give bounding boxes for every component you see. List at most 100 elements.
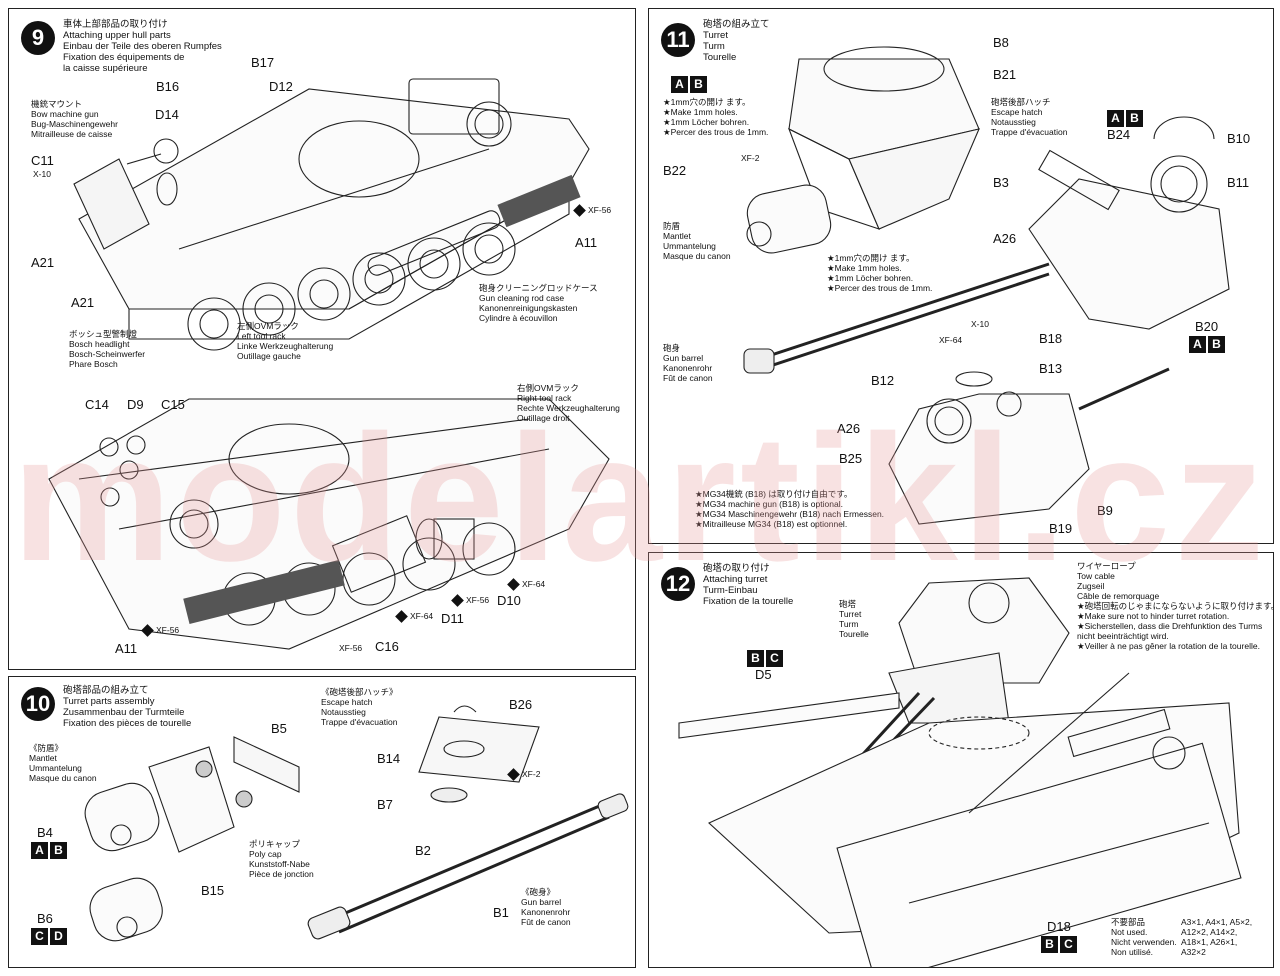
tow-note-de2: nicht beeinträchtigt wird. xyxy=(1077,631,1169,641)
step11-title-fr: Tourelle xyxy=(703,52,737,63)
step12-title-de: Turm-Einbau xyxy=(703,585,758,596)
headlight-jp: ボッシュ型警制燈 xyxy=(69,329,138,339)
hatch11-en: Escape hatch xyxy=(991,107,1043,117)
step9-panel: 9 車体上部部品の取り付け Attaching upper hull parts… xyxy=(8,8,636,670)
step10-parts-drawing xyxy=(84,705,629,942)
drill2-jp: ★1mm穴の開け ます。 xyxy=(827,253,915,263)
step12-title-fr: Fixation de la tourelle xyxy=(703,596,794,607)
paint-xf56-d-text: XF-56 xyxy=(339,643,363,653)
notused-en: Not used. xyxy=(1111,927,1148,937)
headlight-de: Bosch-Scheinwerfer xyxy=(69,349,146,359)
label-b12: B12 xyxy=(871,373,895,388)
polycap-de: Kunststoff-Nabe xyxy=(249,859,310,869)
bow-mg-fr: Mitrailleuse de caisse xyxy=(31,129,113,139)
step10-title-jp: 砲塔部品の組み立て xyxy=(63,685,149,696)
mg34-en: ★MG34 machine gun (B18) is optional. xyxy=(695,499,843,509)
mantlet-en: Mantlet xyxy=(29,753,57,763)
step11-title: 砲塔の組み立て Turret Turm Tourelle xyxy=(703,19,770,63)
label-d14: D14 xyxy=(155,107,179,122)
mg34-jp: ★MG34機銃 (B18) は取り付け自由です。 xyxy=(695,489,853,499)
barrel-caption-10: 《砲身》 Gun barrel Kanonenrohr Fût de canon xyxy=(521,887,571,927)
label-a21-lower: A21 xyxy=(71,295,95,310)
label-d5: D5 xyxy=(755,667,772,682)
tow-note-de: ★Sicherstellen, dass die Drehfunktion de… xyxy=(1077,621,1263,631)
paint-marker-icon xyxy=(141,624,154,638)
polycap-jp: ポリキャップ xyxy=(249,839,301,849)
headlight-fr: Phare Bosch xyxy=(69,359,118,369)
drill1-fr: ★Percer des trous de 1mm. xyxy=(663,127,769,137)
mantlet11-en: Mantlet xyxy=(663,231,691,241)
label-b4: B4 xyxy=(37,825,53,840)
bow-mg-jp: 機銃マウント xyxy=(31,99,83,109)
cleaning-rod-en: Gun cleaning rod case xyxy=(479,293,565,303)
paint-xf64-b-text: XF-64 xyxy=(410,611,434,621)
step11-title-jp: 砲塔の組み立て xyxy=(703,19,770,30)
notused-parts-4: A32×2 xyxy=(1181,947,1206,957)
paint-xf64-11-text: XF-64 xyxy=(939,335,963,345)
paint-xf2-10: XF-2 xyxy=(507,768,540,782)
label-b21: B21 xyxy=(993,67,1017,82)
step10-panel: 10 砲塔部品の組み立て Turret parts assembly Zusam… xyxy=(8,676,636,968)
right-rack-de: Rechte Werkzeughalterung xyxy=(517,403,620,413)
label-b2: B2 xyxy=(415,843,431,858)
cleaning-rod-jp: 砲身クリーニングロッドケース xyxy=(479,283,598,293)
label-b22: B22 xyxy=(663,163,687,178)
drill2-de: ★1mm Löcher bohren. xyxy=(827,273,914,283)
cleaning-rod-de: Kanonenreinigungskasten xyxy=(479,303,578,313)
drill-note-2: ★1mm穴の開け ます。 ★Make 1mm holes. ★1mm Löche… xyxy=(827,253,932,293)
step11-title-en: Turret xyxy=(703,30,728,41)
not-used-parts: A3×1, A4×1, A5×2, A12×2, A14×2, A18×1, A… xyxy=(1181,917,1252,957)
drill-note-1: ★1mm穴の開け ます。 ★Make 1mm holes. ★1mm Löche… xyxy=(663,97,768,137)
barrel11-de: Kanonenrohr xyxy=(663,363,713,373)
tow-de: Zugseil xyxy=(1077,581,1105,591)
label-b8: B8 xyxy=(993,35,1009,50)
turret-caption: 砲塔 Turret Turm Tourelle xyxy=(839,599,869,639)
notused-parts-2: A12×2, A14×2, xyxy=(1181,927,1238,937)
polycap-caption: ポリキャップ Poly cap Kunststoff-Nabe Pièce de… xyxy=(249,839,314,879)
label-b16: B16 xyxy=(156,79,180,94)
step10-number: 10 xyxy=(21,687,55,721)
label-b11: B11 xyxy=(1227,175,1250,190)
right-rack-caption: 右側OVMラック Right tool rack Rechte Werkzeug… xyxy=(517,383,620,423)
code-c: C xyxy=(1060,936,1077,953)
hatch-caption-10: 《砲塔後部ハッチ》 Escape hatch Notausstieg Trapp… xyxy=(321,687,398,727)
drill1-de: ★1mm Löcher bohren. xyxy=(663,117,750,127)
label-b24: B24 xyxy=(1107,127,1131,142)
paint-xf64-b: XF-64 xyxy=(395,610,434,624)
notused-parts-3: A18×1, A26×1, xyxy=(1181,937,1238,947)
step12-title-en: Attaching turret xyxy=(703,574,768,585)
step10-title-de: Zusammenbau der Turmteile xyxy=(63,707,185,718)
barrel10-jp: 《砲身》 xyxy=(521,887,556,897)
paint-xf2-11: XF-2 xyxy=(741,153,759,163)
barrel-caption-11: 砲身 Gun barrel Kanonenrohr Fût de canon xyxy=(663,343,713,383)
hatch10-jp: 《砲塔後部ハッチ》 xyxy=(321,687,398,697)
left-rack-jp: 左側OVMラック xyxy=(237,321,299,331)
mantlet11-jp: 防盾 xyxy=(663,221,681,231)
label-c11: C11 xyxy=(31,153,54,168)
drill1-jp: ★1mm穴の開け ます。 xyxy=(663,97,751,107)
mantlet11-fr: Masque du canon xyxy=(663,251,731,261)
mg34-fr: ★Mitrailleuse MG34 (B18) est optionnel. xyxy=(695,519,848,529)
mantlet-caption-11: 防盾 Mantlet Ummantelung Masque du canon xyxy=(663,221,731,261)
mantlet-de: Ummantelung xyxy=(29,763,82,773)
mantlet-fr: Masque du canon xyxy=(29,773,97,783)
step12-number: 12 xyxy=(661,567,695,601)
turret-de: Turm xyxy=(839,619,859,629)
label-b19: B19 xyxy=(1049,521,1073,536)
paint-xf56-d: XF-56 xyxy=(339,643,362,653)
label-x10: X-10 xyxy=(33,169,51,179)
label-b7: B7 xyxy=(377,797,393,812)
right-rack-jp: 右側OVMラック xyxy=(517,383,579,393)
tow-caption: ワイヤーロープ Tow cable Zugseil Câble de remor… xyxy=(1077,561,1159,601)
code-b: B xyxy=(50,842,67,859)
step9-title-en: Attaching upper hull parts xyxy=(63,30,171,41)
step12-title-jp: 砲塔の取り付け xyxy=(703,563,770,574)
label-a11-lower: A11 xyxy=(115,641,138,656)
step9-title-de: Einbau der Teile des oberen Rumpfes xyxy=(63,41,222,52)
hatch11-jp: 砲塔後部ハッチ xyxy=(991,97,1051,107)
cleaning-rod-caption: 砲身クリーニングロッドケース Gun cleaning rod case Kan… xyxy=(479,283,598,323)
